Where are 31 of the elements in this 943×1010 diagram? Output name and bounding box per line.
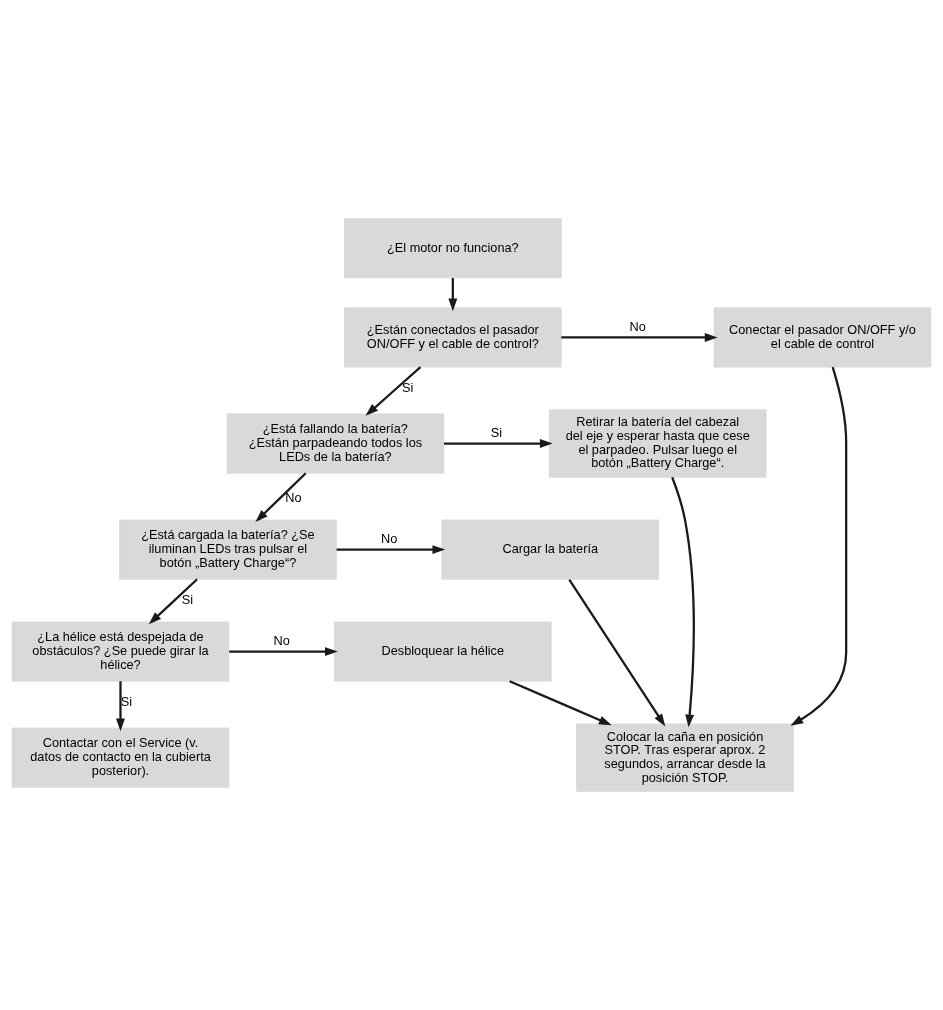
arrow: [568, 579, 666, 727]
node-box: Desbloquear la hélice: [334, 621, 552, 682]
edge-label: No: [629, 319, 646, 335]
edge-label: Si: [490, 425, 503, 441]
arrow: [255, 472, 307, 523]
node-box: ¿La hélice está despejada de obstáculos? ¿Se puede girar la hélice?: [11, 621, 230, 682]
edge-label: No: [380, 531, 398, 547]
node-box: Cargar la batería: [441, 519, 660, 580]
node-box: Conectar el pasador ON/OFF y/o el cable de control: [713, 307, 932, 368]
node-box: ¿Está fallando la batería? ¿Están parpadeando todos los LEDs de la batería?: [226, 413, 445, 474]
arrow: [561, 333, 718, 342]
node-box: ¿Está cargada la batería? ¿Se iluminan LEDs tras pulsar el botón „Battery Charge“?: [119, 519, 337, 580]
arrow: [116, 681, 125, 732]
edge-label: Si: [402, 379, 414, 395]
node-box: Contactar con el Service (v. datos de contacto en la cubierta posterior).: [11, 727, 230, 788]
edge-label: No: [285, 490, 302, 505]
node-box: Colocar la caña en posición STOP. Tras esperar aprox. 2 segundos, arrancar desde la posición STOP.: [576, 723, 794, 792]
arrow: [229, 647, 338, 657]
arrow: [509, 680, 612, 726]
arrow: [448, 278, 458, 312]
node-box: ¿El motor no funciona?: [344, 218, 562, 279]
node-box: Retirar la batería del cabezal del eje y esperar hasta que cese el parpadeo. Pulsar luego el botón „Battery Charge“.: [548, 409, 767, 478]
edge-label: No: [273, 633, 290, 649]
arrow: [444, 439, 553, 448]
node-box: ¿Están conectados el pasador ON/OFF y el cable de control?: [344, 307, 562, 368]
edge-label: Si: [181, 591, 194, 607]
arrow: [790, 366, 848, 726]
arrow: [671, 476, 695, 728]
arrow: [365, 366, 422, 416]
arrow: [336, 545, 446, 555]
arrow: [148, 578, 198, 625]
